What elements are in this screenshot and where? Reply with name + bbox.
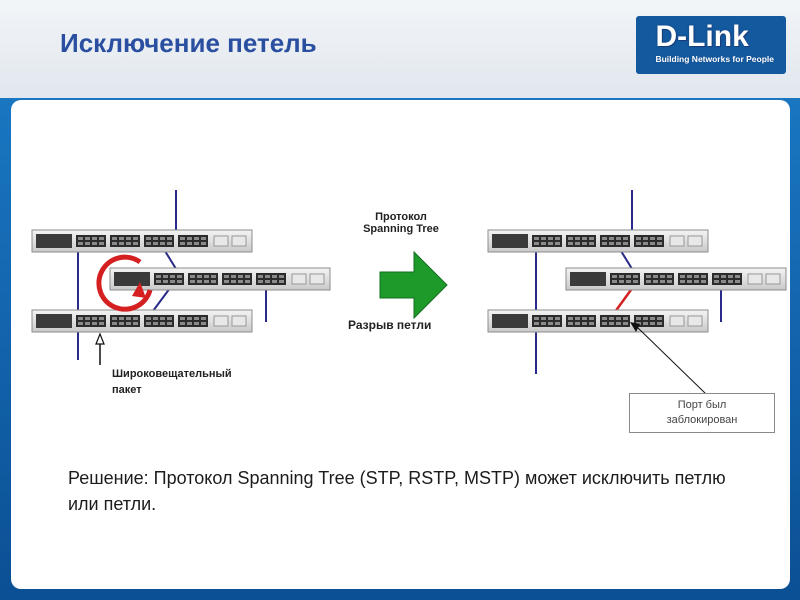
protocol-label: Протокол Spanning Tree: [356, 211, 446, 235]
blocked-port-callout: Порт был заблокирован: [629, 393, 775, 433]
logo-name: D-Link: [655, 20, 749, 53]
dlink-logo: D-Link Building Networks for People: [655, 20, 774, 65]
loop-arrow-icon: [96, 254, 153, 312]
transition-arrow-icon: [379, 250, 448, 320]
blocked-port-line1: Порт был: [677, 399, 727, 411]
protocol-label-line1: Протокол: [375, 211, 427, 223]
switch-left-3: [32, 310, 252, 332]
broadcast-label-line1: Широковещательный: [112, 368, 232, 380]
switch-right-3: [488, 310, 708, 332]
logo-background: [636, 16, 786, 74]
switch-left-1: [32, 230, 252, 252]
callout-pointer: [635, 325, 707, 395]
loop-arrowhead-icon: [132, 282, 146, 298]
broadcast-label-line2: пакет: [112, 384, 142, 396]
right-network: [488, 190, 786, 395]
protocol-label-line2: Spanning Tree: [363, 223, 439, 235]
header: Исключение петель D-Link Building Networ…: [0, 0, 800, 98]
slide-title: Исключение петель: [60, 28, 317, 58]
content-panel: [11, 100, 790, 589]
left-network: [32, 190, 330, 365]
switch-right-2: [566, 268, 786, 290]
switch-right-1: [488, 230, 708, 252]
blocked-port-line2: заблокирован: [666, 414, 738, 426]
broadcast-label: Широковещательный пакет: [112, 366, 232, 398]
logo-tagline: Building Networks for People: [655, 54, 774, 64]
switch-left-2: [110, 268, 330, 290]
break-label: Разрыв петли: [348, 318, 432, 332]
solution-text: Решение: Протокол Spanning Tree (STP, RS…: [68, 468, 726, 514]
